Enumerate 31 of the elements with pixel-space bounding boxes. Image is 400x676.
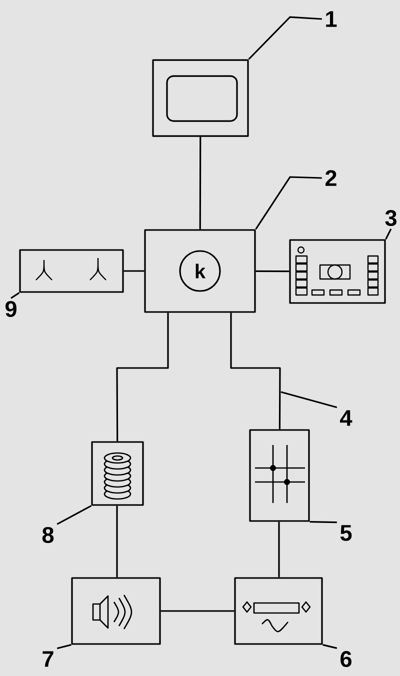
callout-number: 9 (6, 300, 16, 318)
connection-line (160, 610, 234, 612)
connection-line (230, 312, 281, 430)
callout-number: 4 (340, 410, 352, 426)
leader-line (56, 644, 72, 650)
connection-line (278, 522, 280, 578)
connection-line (199, 136, 202, 230)
callout-number: 6 (340, 650, 352, 668)
connection-line (116, 312, 169, 442)
player-box (234, 577, 323, 645)
callout-number: 7 (42, 651, 54, 667)
leader-line (255, 176, 322, 230)
leader-line (10, 292, 20, 299)
leader-line (322, 644, 338, 649)
callout-number: 8 (42, 526, 54, 544)
callout-number: 1 (326, 11, 337, 27)
display-unit-box (152, 59, 249, 137)
antenna-box (19, 249, 124, 293)
speaker-box (71, 577, 161, 645)
leader-line (248, 16, 322, 60)
switch-box (249, 429, 310, 522)
callout-number: 2 (325, 170, 336, 186)
callout-number: 3 (385, 210, 396, 226)
leader-line (310, 521, 337, 524)
connection-line (256, 270, 290, 272)
leader-line (280, 391, 338, 408)
leader-line (385, 228, 392, 240)
connection-line (116, 506, 118, 578)
callout-number: 5 (340, 525, 352, 541)
leader-line (56, 505, 92, 525)
connection-line (124, 270, 144, 272)
